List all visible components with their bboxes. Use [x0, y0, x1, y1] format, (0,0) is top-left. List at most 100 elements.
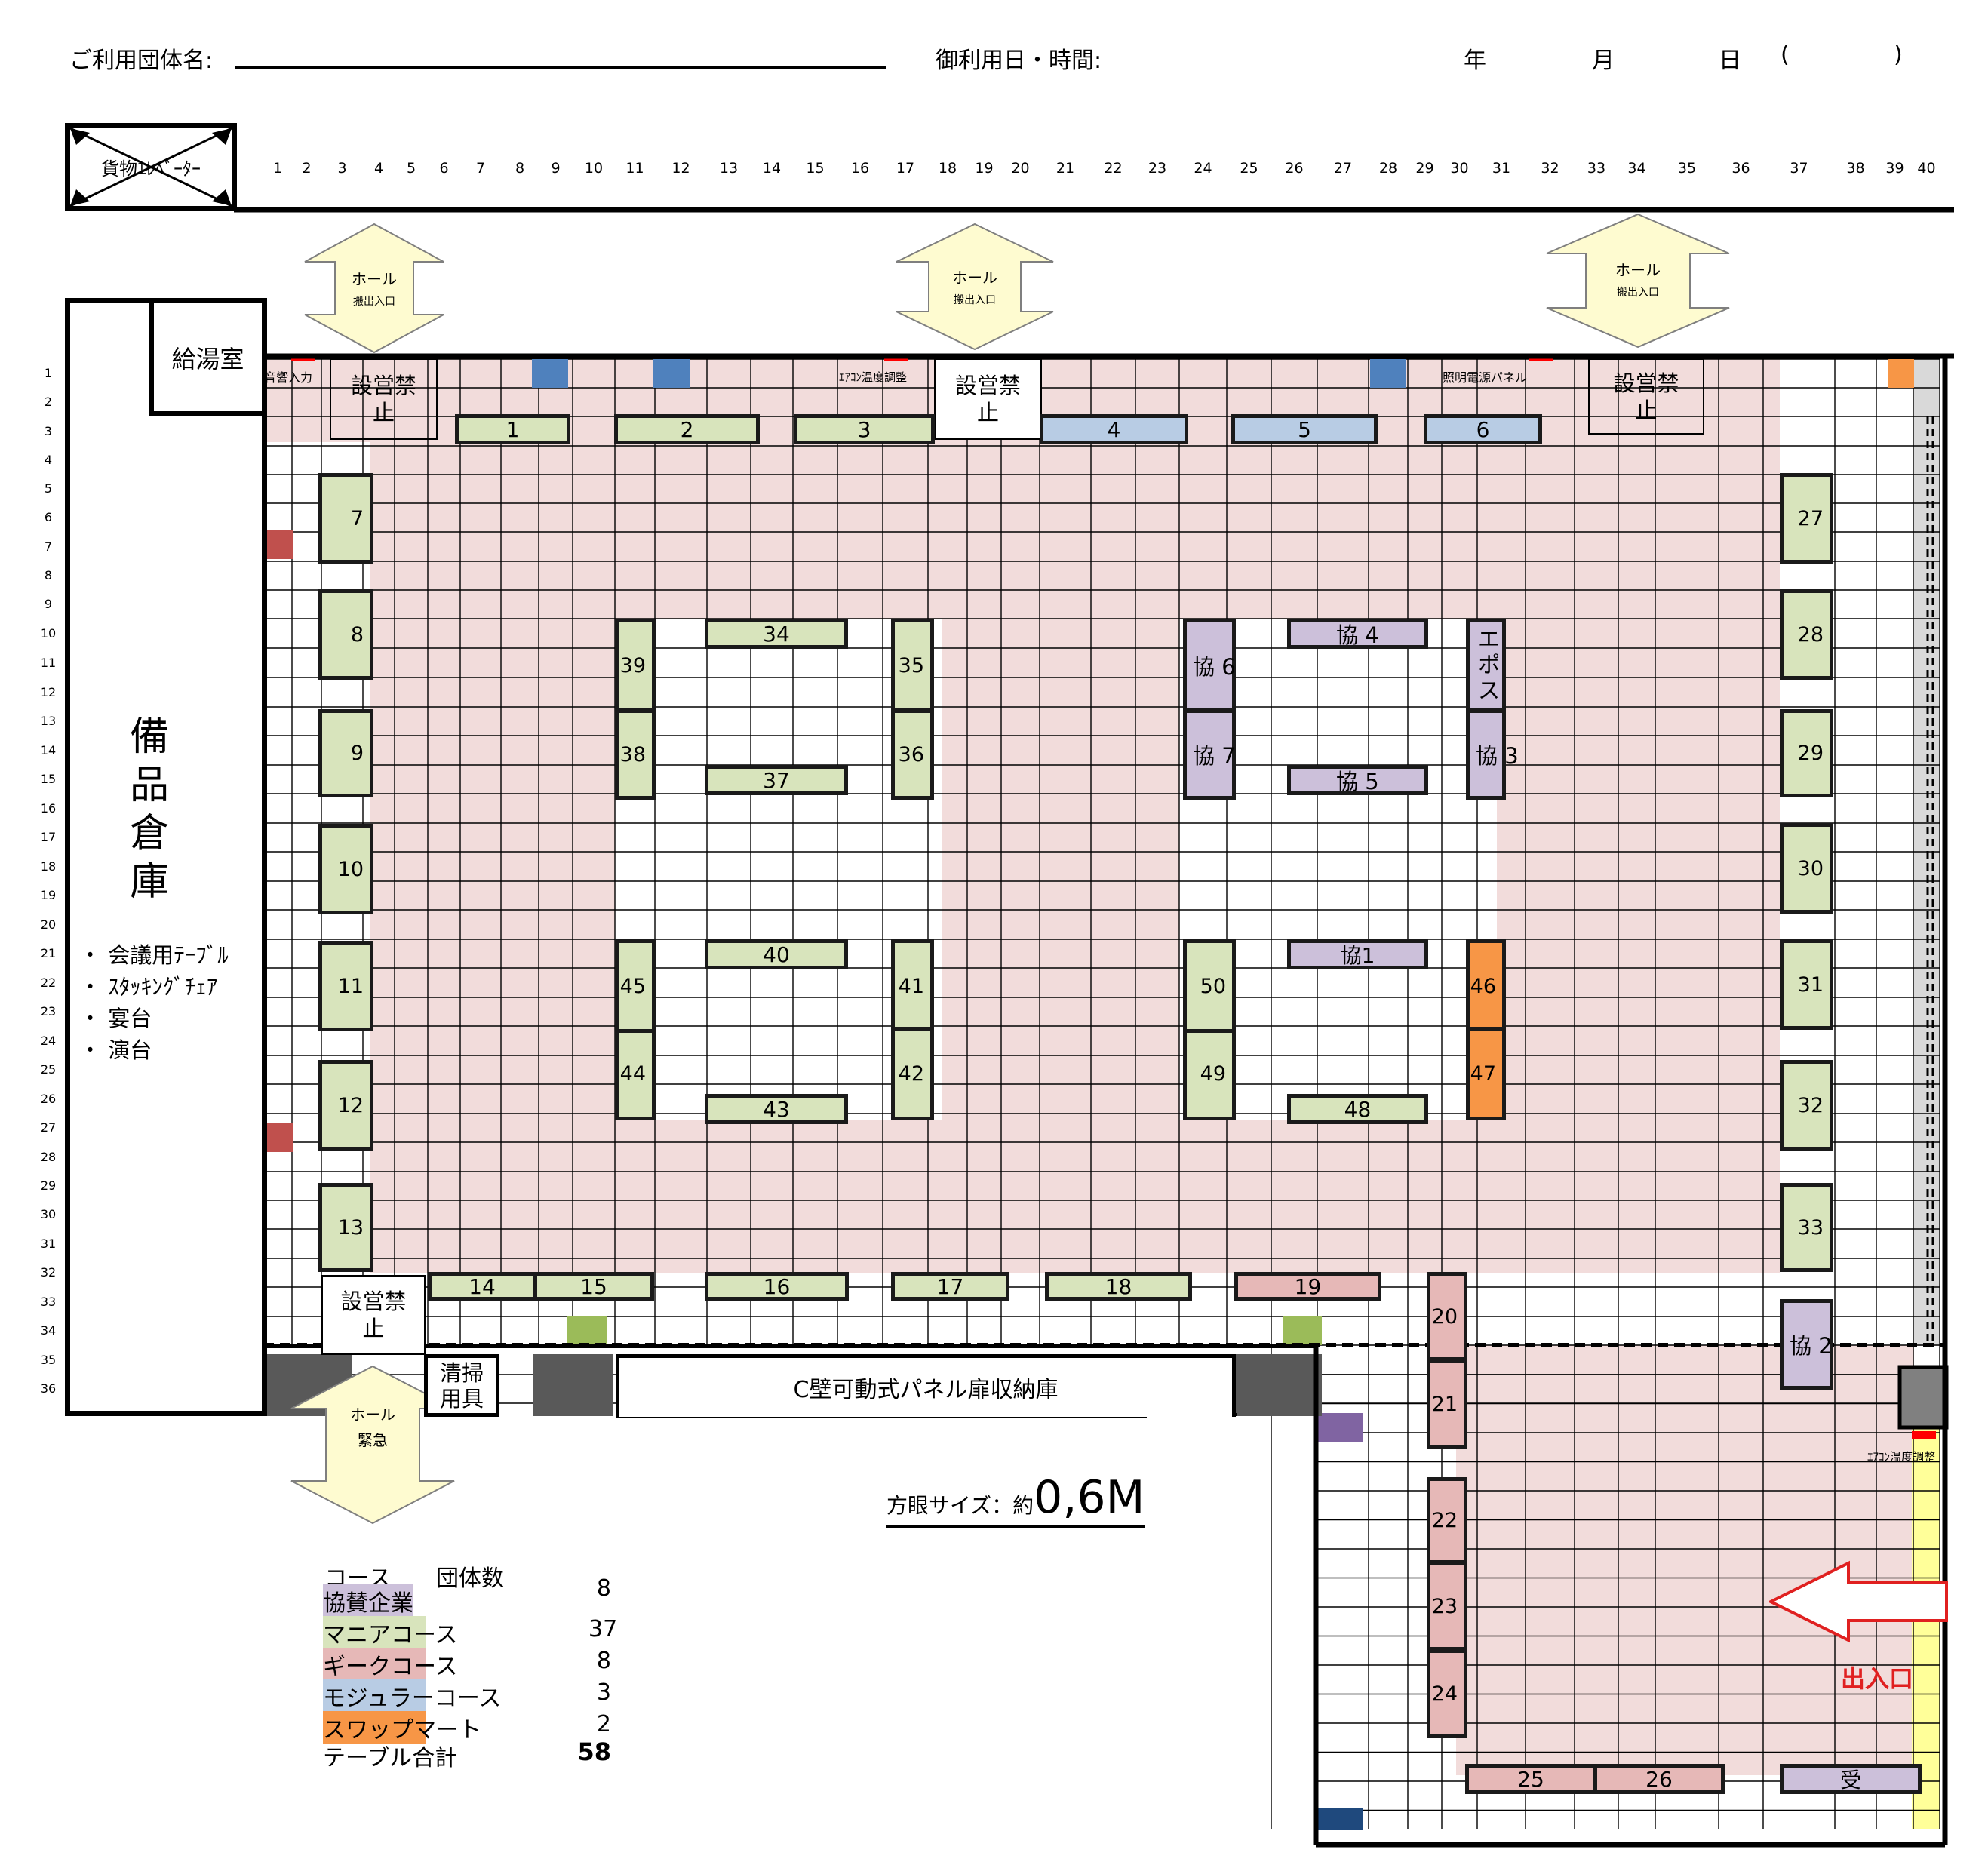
row-number: 15	[40, 772, 57, 786]
table-geek[interactable]: 20	[1427, 1272, 1467, 1361]
column-number: 22	[1104, 160, 1123, 177]
no-setup-zone: 設営禁止	[330, 358, 438, 440]
table-label: 39	[619, 653, 646, 677]
table-geek[interactable]: 22	[1427, 1477, 1467, 1564]
table-sponsor[interactable]: 受	[1780, 1764, 1922, 1794]
table-mania[interactable]: 48	[1287, 1094, 1428, 1124]
hall-arrow-icon	[1546, 213, 1730, 349]
pillar	[1897, 1365, 1949, 1430]
row-number: 3	[44, 423, 53, 438]
table-mania[interactable]: 11	[318, 941, 373, 1031]
org-name-field[interactable]	[235, 66, 886, 69]
table-mania[interactable]: 8	[318, 589, 373, 680]
table-label: 37	[763, 767, 790, 793]
table-mania[interactable]: 17	[891, 1272, 1009, 1301]
table-label: 23	[1431, 1594, 1458, 1618]
column-number: 35	[1677, 160, 1697, 177]
table-mania[interactable]: 32	[1780, 1060, 1833, 1151]
table-swap[interactable]: 47	[1466, 1027, 1506, 1120]
column-number: 33	[1587, 160, 1606, 177]
table-mania[interactable]: 49	[1183, 1027, 1236, 1120]
table-label: 協 3	[1476, 743, 1519, 769]
column-number: 23	[1148, 160, 1167, 177]
table-geek[interactable]: 19	[1234, 1272, 1381, 1301]
table-geek[interactable]: 25	[1465, 1764, 1596, 1794]
column-number: 6	[439, 160, 449, 177]
table-mania[interactable]: 45	[615, 939, 656, 1033]
table-sponsor[interactable]: 協 4	[1287, 619, 1428, 649]
legend-item-count: 3	[596, 1679, 611, 1706]
table-modular[interactable]: 6	[1424, 414, 1542, 444]
table-mania[interactable]: 31	[1780, 939, 1833, 1030]
table-mania[interactable]: 2	[614, 414, 760, 444]
table-mania[interactable]: 41	[891, 939, 934, 1033]
table-sponsor[interactable]: 協 5	[1287, 765, 1428, 795]
table-label: 8	[350, 622, 364, 647]
table-sponsor[interactable]: 協1	[1287, 939, 1428, 969]
table-mania[interactable]: 40	[705, 939, 848, 969]
table-sponsor[interactable]: 協 2	[1780, 1299, 1833, 1390]
table-mania[interactable]: 12	[318, 1060, 373, 1151]
table-mania[interactable]: 39	[615, 619, 656, 712]
table-label: 32	[1797, 1093, 1824, 1117]
row-number: 1	[44, 366, 53, 380]
table-mania[interactable]: 18	[1045, 1272, 1192, 1301]
row-number: 2	[44, 395, 53, 409]
table-label: 16	[763, 1273, 791, 1299]
table-label: 34	[763, 621, 790, 647]
table-label: 21	[1431, 1392, 1458, 1416]
table-mania[interactable]: 42	[891, 1027, 934, 1120]
table-mania[interactable]: 13	[318, 1183, 373, 1272]
panel-storage-label: C壁可動式パネル扉収納庫	[793, 1377, 1059, 1403]
table-mania[interactable]: 36	[891, 709, 934, 800]
table-mania[interactable]: 34	[705, 619, 848, 649]
table-sponsor[interactable]: 協 3	[1466, 709, 1519, 800]
table-modular[interactable]: 5	[1231, 414, 1378, 444]
table-label: 36	[898, 742, 924, 767]
table-label: 協 7	[1193, 743, 1236, 769]
legend-item-count: 8	[596, 1575, 611, 1602]
table-mania[interactable]: 3	[794, 414, 935, 444]
kitchen-label: 給湯室	[171, 344, 244, 373]
table-geek[interactable]: 26	[1593, 1764, 1725, 1794]
table-swap[interactable]: 46	[1466, 939, 1506, 1033]
table-label: 43	[763, 1096, 790, 1122]
table-mania[interactable]: 37	[705, 765, 848, 795]
entrance-label: 出入口	[1841, 1664, 1914, 1693]
table-mania[interactable]: 43	[705, 1094, 848, 1124]
table-label: 協 5	[1336, 769, 1379, 794]
table-geek[interactable]: 21	[1427, 1359, 1467, 1449]
table-sponsor[interactable]: 協 7	[1183, 709, 1236, 800]
table-label: 22	[1431, 1509, 1458, 1532]
table-mania[interactable]: 9	[318, 709, 373, 797]
table-mania[interactable]: 7	[318, 473, 373, 564]
table-label: 協 2	[1790, 1333, 1833, 1359]
table-mania[interactable]: 38	[615, 709, 656, 800]
table-geek[interactable]: 24	[1427, 1649, 1467, 1738]
table-sponsor[interactable]: エポス	[1466, 619, 1506, 712]
table-modular[interactable]: 4	[1040, 414, 1188, 444]
table-mania[interactable]: 10	[318, 824, 373, 914]
grid-size-note: 方眼サイズ：約0,6M	[886, 1471, 1145, 1528]
no-setup-zone: 設営禁止	[934, 358, 1042, 440]
row-number: 12	[40, 684, 57, 699]
table-mania[interactable]: 33	[1780, 1183, 1833, 1272]
row-number: 33	[40, 1294, 57, 1309]
table-mania[interactable]: 30	[1780, 823, 1833, 914]
table-mania[interactable]: 1	[455, 414, 570, 444]
table-mania[interactable]: 14	[428, 1272, 536, 1301]
row-number: 36	[40, 1381, 57, 1396]
table-mania[interactable]: 16	[705, 1272, 849, 1301]
table-geek[interactable]: 23	[1427, 1562, 1467, 1651]
table-label: 1	[505, 416, 520, 442]
table-mania[interactable]: 29	[1780, 709, 1833, 797]
table-label: 28	[1797, 622, 1824, 647]
table-mania[interactable]: 28	[1780, 589, 1833, 680]
table-mania[interactable]: 15	[533, 1272, 654, 1301]
table-sponsor[interactable]: 協 6	[1183, 619, 1236, 712]
table-mania[interactable]: 35	[891, 619, 934, 712]
table-mania[interactable]: 27	[1780, 473, 1833, 564]
table-mania[interactable]: 50	[1183, 939, 1236, 1033]
table-label: 24	[1431, 1682, 1458, 1706]
table-mania[interactable]: 44	[615, 1027, 656, 1120]
